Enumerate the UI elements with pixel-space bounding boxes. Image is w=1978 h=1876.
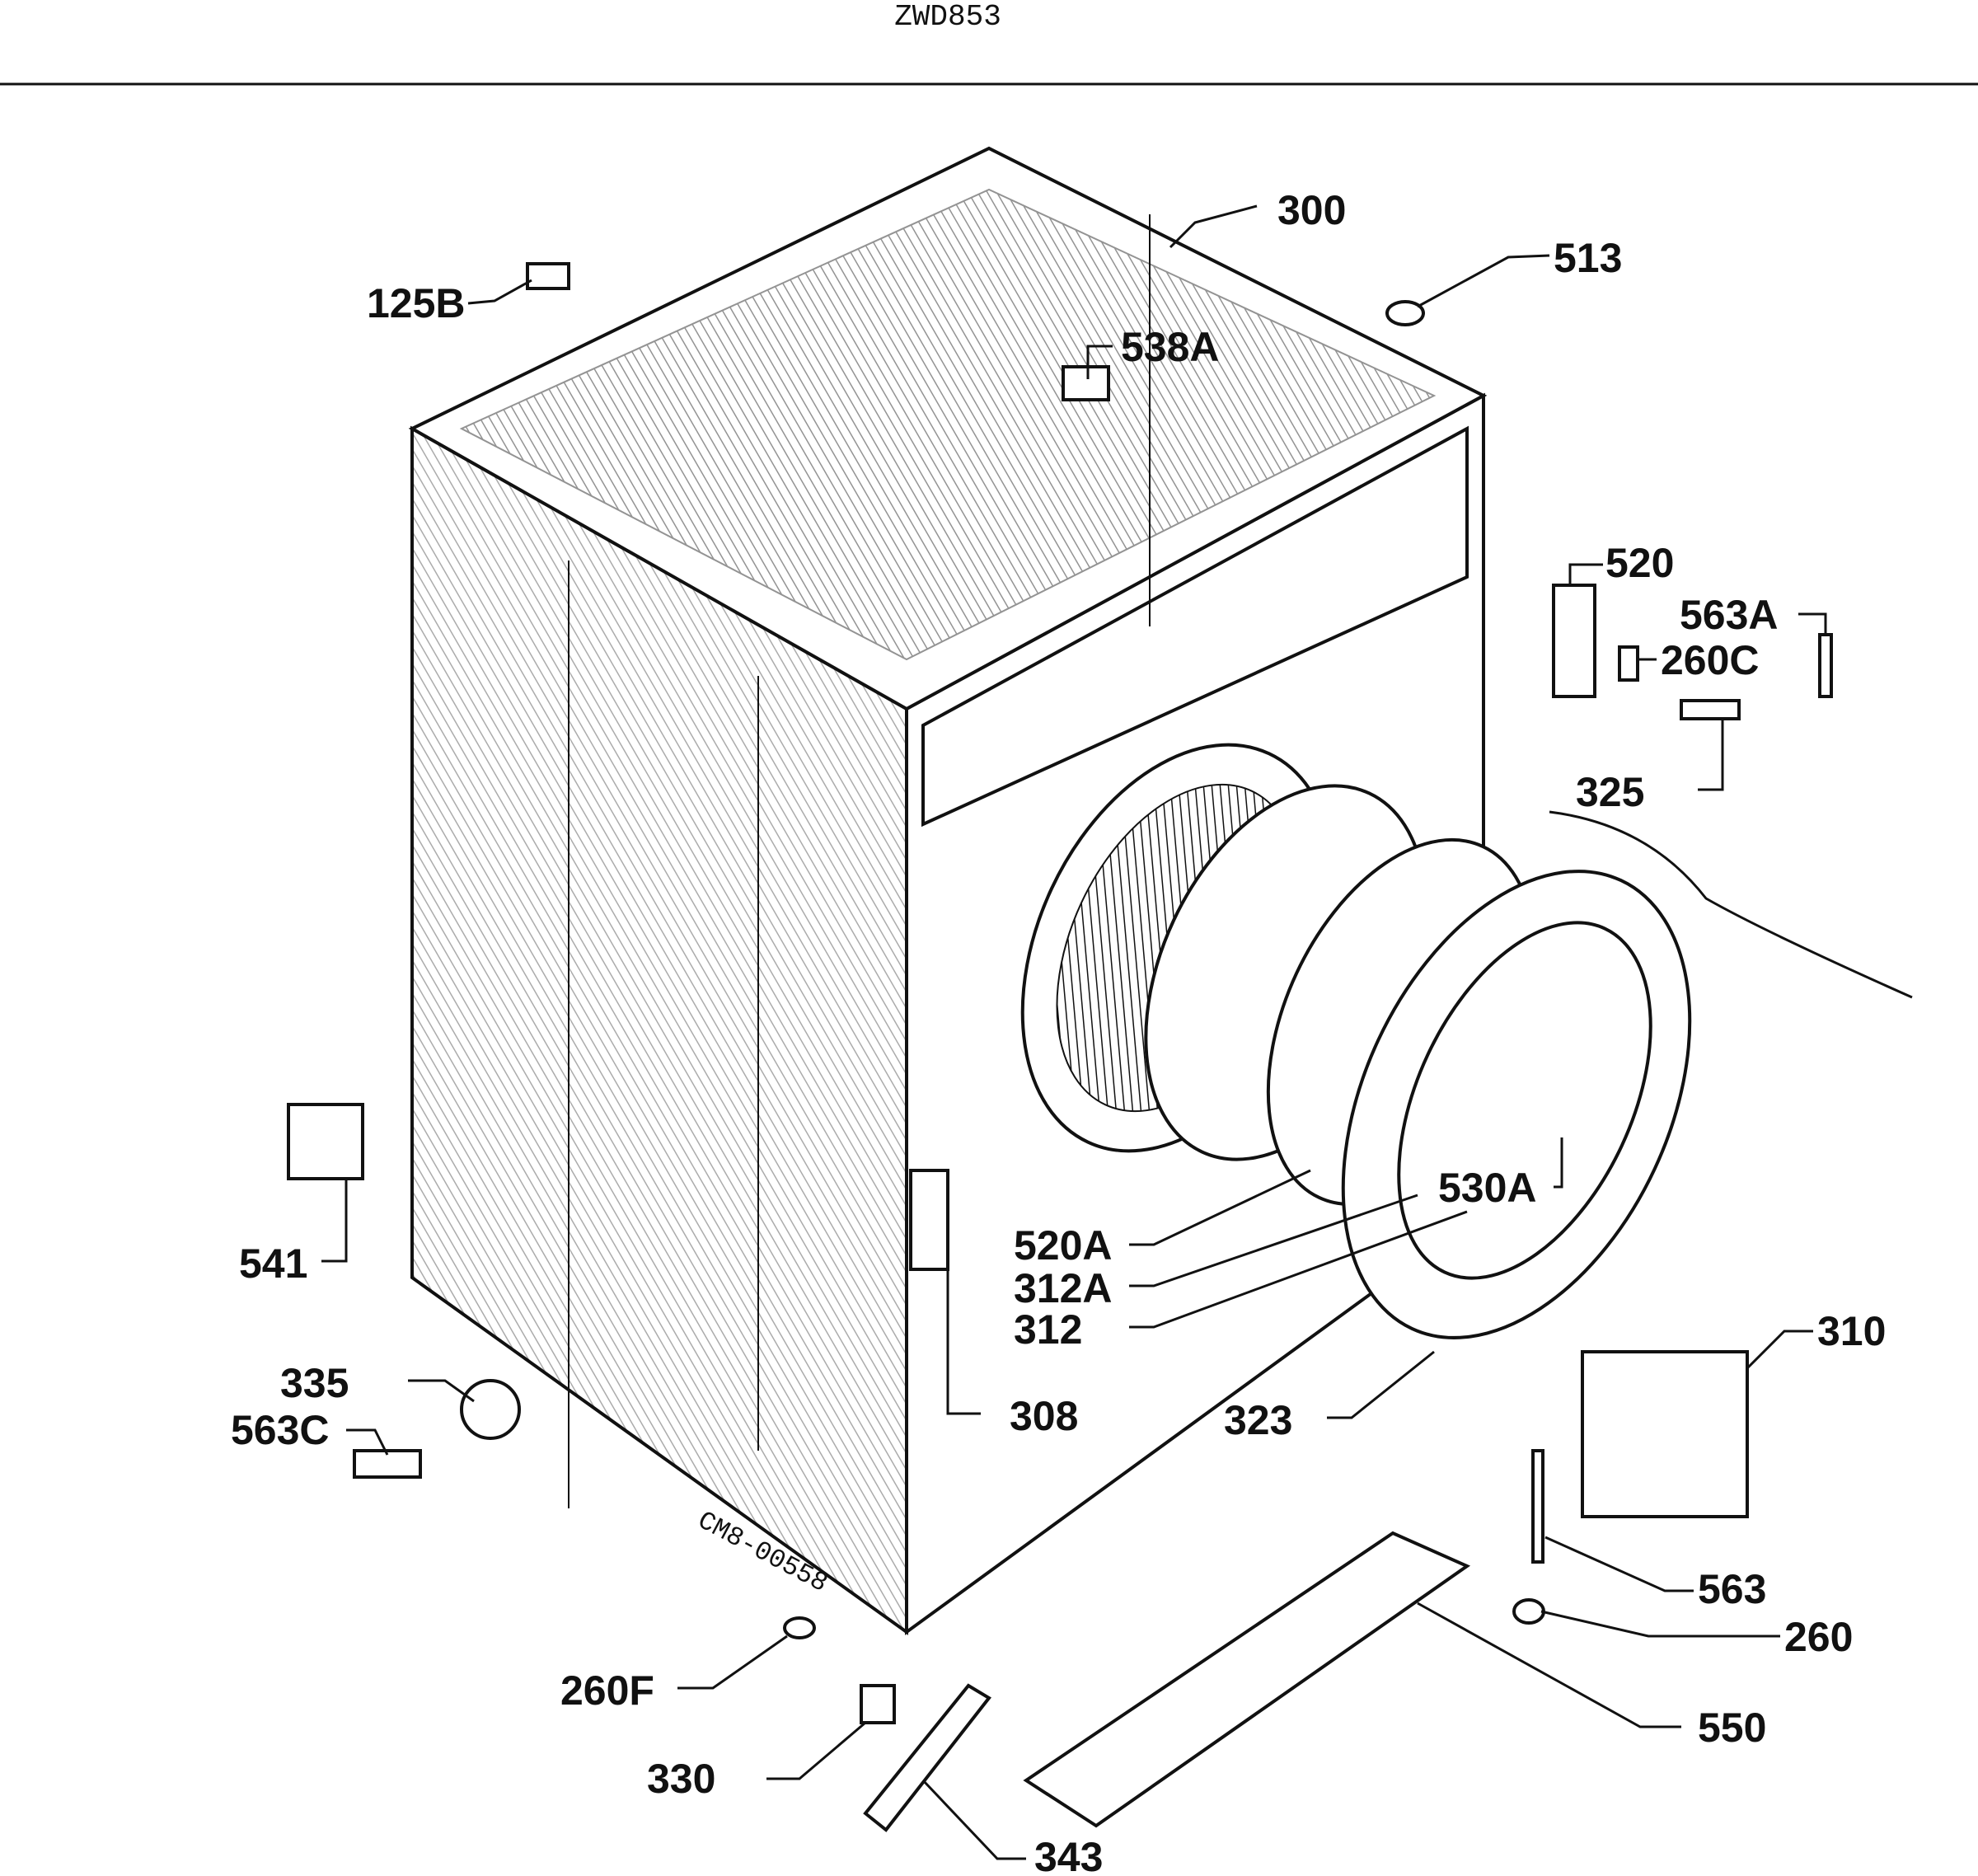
part-310-panel <box>1581 1350 1749 1518</box>
label-312a: 312A <box>1014 1265 1113 1311</box>
door-assembly <box>1020 743 1692 1339</box>
leader-520 <box>1568 563 1603 585</box>
leader-530a <box>1554 1137 1563 1189</box>
leader-563a <box>1798 612 1827 635</box>
label-125b: 125B <box>367 280 466 326</box>
part-520-latch <box>1552 584 1596 698</box>
bracket-curve <box>1549 810 1913 999</box>
leader-335 <box>408 1379 475 1403</box>
part-343-wrench <box>863 1683 991 1832</box>
label-308: 308 <box>1010 1393 1078 1439</box>
leader-330 <box>766 1721 866 1780</box>
leader-550 <box>1417 1602 1681 1728</box>
label-260f: 260F <box>560 1667 654 1714</box>
label-541: 541 <box>239 1241 307 1287</box>
part-260f-clip <box>783 1616 816 1639</box>
part-513 <box>1385 300 1425 326</box>
part-308-hinge <box>909 1169 949 1271</box>
leader-125b <box>467 279 532 305</box>
small-parts <box>287 262 1913 1832</box>
leader-541 <box>321 1179 348 1263</box>
part-563a-pin <box>1818 633 1833 698</box>
leader-563 <box>1544 1536 1694 1592</box>
label-310: 310 <box>1817 1308 1886 1354</box>
leader-312a <box>1129 1194 1418 1287</box>
part-125b <box>526 262 570 290</box>
label-520a: 520A <box>1014 1222 1113 1269</box>
label-325: 325 <box>1576 769 1644 815</box>
door-glass <box>1397 921 1652 1280</box>
part-325-lever <box>1680 699 1741 720</box>
leader-513 <box>1417 254 1550 308</box>
label-513: 513 <box>1554 235 1622 281</box>
label-260: 260 <box>1784 1614 1853 1660</box>
part-335-foot <box>460 1379 521 1440</box>
leader-308 <box>946 1269 981 1415</box>
part-541-switch <box>287 1103 364 1180</box>
leader-300 <box>1169 204 1258 249</box>
leader-312 <box>1129 1210 1468 1329</box>
label-343: 343 <box>1034 1834 1103 1876</box>
leader-563c <box>346 1428 389 1456</box>
control-panel-recess <box>921 425 1469 828</box>
label-323: 323 <box>1224 1397 1292 1443</box>
part-260-spring <box>1512 1598 1545 1625</box>
part-563c <box>353 1449 422 1479</box>
label-538a: 538A <box>1121 324 1220 370</box>
label-312: 312 <box>1014 1306 1082 1353</box>
part-538a <box>1062 365 1110 401</box>
part-550-plinth <box>1023 1531 1471 1828</box>
label-300: 300 <box>1277 187 1346 233</box>
label-335: 335 <box>280 1360 349 1406</box>
model-number: ZWD853 <box>894 0 1001 34</box>
part-330-foot <box>860 1684 896 1724</box>
part-260c-spring <box>1618 645 1639 682</box>
leader-323 <box>1327 1350 1435 1419</box>
part-labels: 300 513 125B 538A 520 563A 260C 325 541 … <box>231 187 1886 1876</box>
cabinet-interior <box>459 188 1437 661</box>
leader-260f <box>677 1634 788 1690</box>
leader-538a <box>1086 345 1113 379</box>
leader-310 <box>1746 1330 1813 1370</box>
leader-343 <box>921 1779 1026 1860</box>
label-563c: 563C <box>231 1407 330 1453</box>
label-530a: 530A <box>1438 1165 1537 1211</box>
label-330: 330 <box>647 1756 715 1802</box>
leader-520a <box>1129 1169 1311 1246</box>
leader-lines <box>321 204 1827 1860</box>
part-563-pin <box>1531 1449 1544 1564</box>
label-563: 563 <box>1698 1566 1766 1612</box>
label-563a: 563A <box>1680 592 1779 638</box>
leader-325 <box>1698 719 1724 791</box>
label-520: 520 <box>1605 540 1674 586</box>
label-260c: 260C <box>1661 637 1760 683</box>
leader-260 <box>1540 1610 1780 1638</box>
label-550: 550 <box>1698 1705 1766 1751</box>
